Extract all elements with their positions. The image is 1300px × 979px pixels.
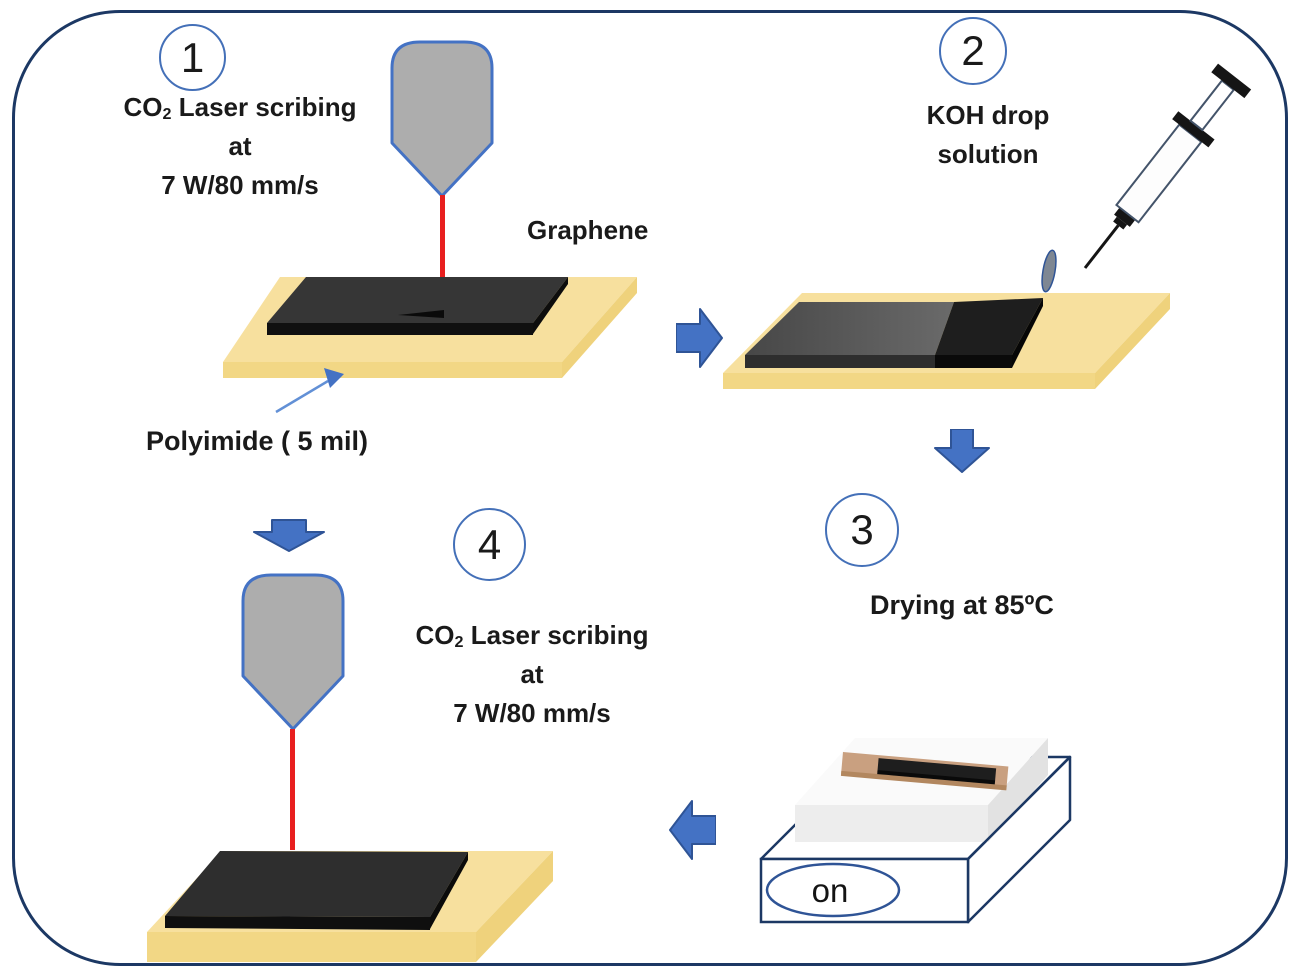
step3-number-badge: 3: [825, 493, 899, 567]
step4-co-rest: Laser scribing: [463, 620, 649, 650]
power-ellipse: [765, 862, 901, 918]
step1-co-sub: 2: [162, 105, 172, 124]
sample-holder: [840, 752, 1009, 791]
step1-number-badge: 1: [159, 24, 226, 91]
hotplate-icon: [759, 738, 1072, 924]
step3-caption: Drying at 85ºC: [870, 590, 1054, 620]
laser-beam-2: [290, 729, 295, 850]
step4-caption-line2: at: [520, 659, 544, 689]
arrow-down-icon: [934, 429, 990, 473]
step2-number-badge: 2: [939, 17, 1007, 85]
drop-icon: [1041, 249, 1057, 293]
arrow-down-icon-2: [253, 519, 325, 552]
step4-caption: CO2 Laser scribing at 7 W/80 mm/s: [377, 616, 687, 733]
substrate-final-graphic: [147, 851, 553, 962]
step1-co: CO: [123, 92, 163, 122]
step1-caption-line2: at: [228, 131, 252, 161]
laser-beam: [440, 195, 445, 317]
pointer-arrow-icon: [275, 368, 344, 414]
syringe-icon: [1041, 63, 1252, 293]
step1-caption-line3: 7 W/80 mm/s: [161, 170, 319, 200]
arrow-right-icon: [676, 308, 723, 368]
step4-caption-line1: CO2 Laser scribing: [377, 616, 687, 655]
step1-co-rest: Laser scribing: [171, 92, 357, 122]
step4-number-badge: 4: [453, 508, 526, 581]
substrate-koh-graphic: [723, 293, 1170, 389]
step2-caption-line1: KOH drop: [926, 100, 1050, 130]
hotplate-power-label: on: [811, 872, 849, 909]
arrow-left-icon: [669, 800, 716, 860]
step2-number: 2: [961, 27, 985, 74]
step1-caption: CO2 Laser scribing at 7 W/80 mm/s: [85, 88, 395, 205]
step3-number: 3: [850, 506, 874, 553]
polyimide-label: Polyimide ( 5 mil): [146, 426, 369, 456]
step4-caption-line3: 7 W/80 mm/s: [453, 698, 611, 728]
step2-caption: KOH drop solution: [898, 96, 1078, 174]
graphene-label: Graphene: [527, 215, 649, 245]
substrate-graphic: [223, 277, 637, 378]
step1-number: 1: [180, 33, 205, 81]
figure-border: [12, 10, 1288, 966]
step2-caption-line2: solution: [937, 139, 1039, 169]
step4-number: 4: [477, 520, 502, 568]
step4-co: CO: [415, 620, 455, 650]
laser-head-icon-2: [241, 573, 345, 731]
step4-co-sub: 2: [454, 633, 464, 652]
laser-head-icon: [390, 40, 494, 198]
step1-caption-line1: CO2 Laser scribing: [85, 88, 395, 127]
